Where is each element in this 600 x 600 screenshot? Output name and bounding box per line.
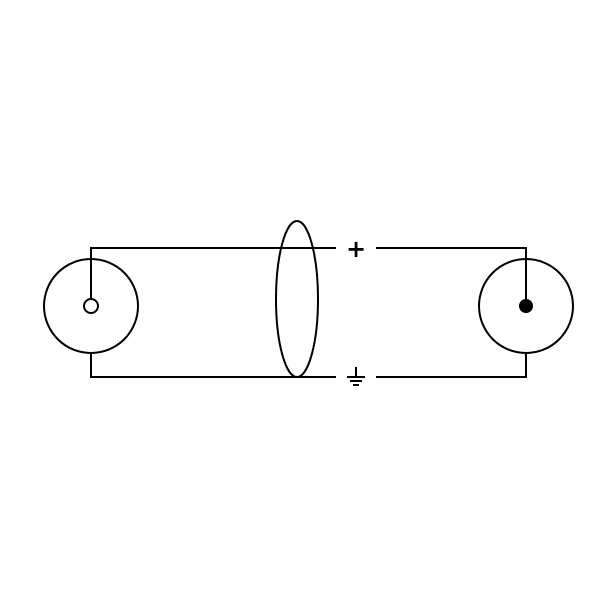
right-connector: [478, 248, 574, 377]
left-connector: [43, 248, 139, 377]
signal-conductor: +: [90, 235, 527, 263]
cable-shield-ellipse-icon: [275, 220, 319, 378]
ground-conductor: [90, 367, 527, 386]
ground-icon: [347, 367, 365, 386]
left-pin-hollow-icon: [83, 298, 99, 314]
plus-icon: +: [346, 235, 366, 263]
right-pin-solid-icon: [519, 299, 533, 313]
